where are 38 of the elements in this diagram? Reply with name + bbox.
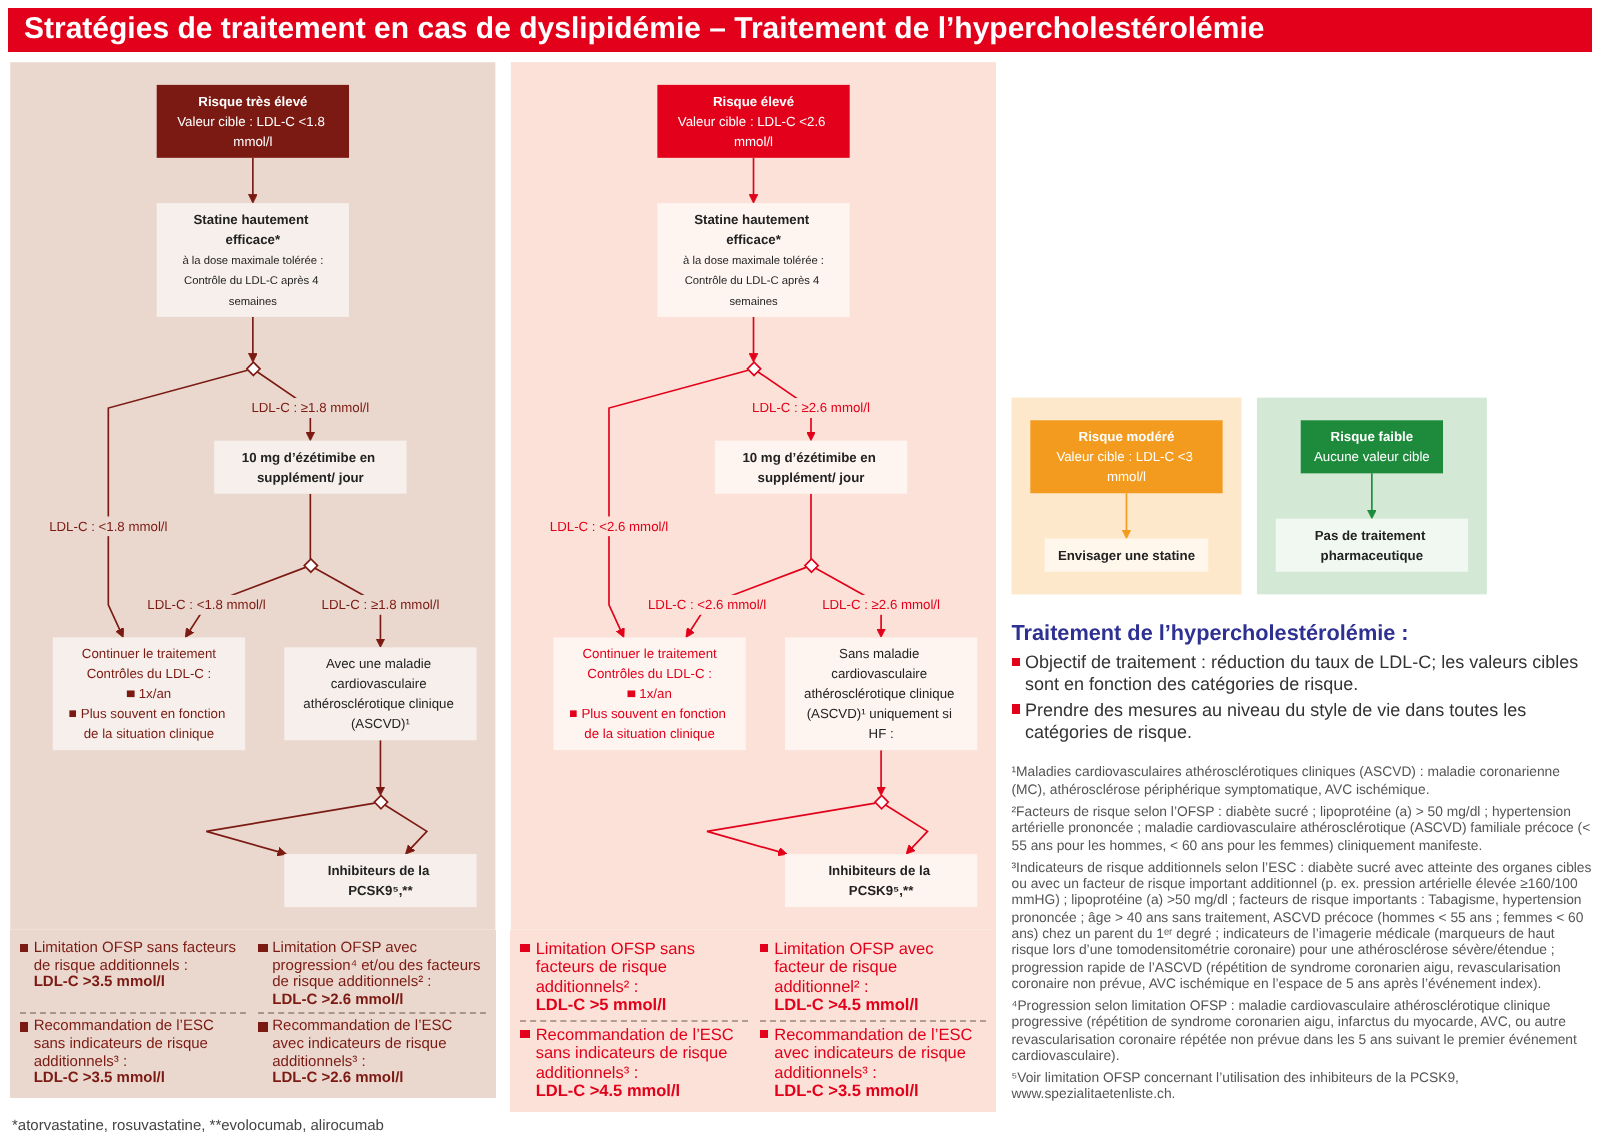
node-diamond bbox=[803, 557, 820, 574]
criterion-text: Recommandation de l’ESC sans indicateurs de risque additionnels³ : bbox=[535, 1025, 736, 1083]
arrow bbox=[375, 739, 386, 796]
cluster bbox=[1256, 397, 1487, 595]
cluster bbox=[10, 62, 496, 930]
arrow bbox=[608, 369, 750, 638]
bullet-text: Objectif de traitement : réduction du taux de LDL-C; les valeurs cibles sont en fonction des catégories de risque. bbox=[1025, 652, 1581, 696]
arrow bbox=[205, 802, 376, 857]
arrow bbox=[107, 369, 249, 638]
arrow bbox=[884, 803, 929, 855]
node-diamond bbox=[373, 794, 389, 810]
arrow bbox=[383, 803, 429, 855]
node-diamond bbox=[873, 794, 890, 810]
threshold-value: LDL-C >5 mmol/l bbox=[535, 996, 669, 1016]
arrow bbox=[1121, 492, 1132, 539]
cluster bbox=[1011, 397, 1242, 595]
arrow bbox=[248, 157, 258, 204]
node-diamond bbox=[746, 361, 762, 377]
arrow bbox=[1367, 472, 1377, 520]
criterion-text: Limitation OFSP avec facteur de risque additionnel² : bbox=[774, 939, 936, 997]
title: Stratégies de traitement en cas de dyslipidémie – Traitement de l’hypercholestérolémie bbox=[8, 8, 1592, 52]
cluster bbox=[510, 62, 997, 930]
criterion-text: Recommandation de l’ESC avec indicateurs de risque additionnels³ : bbox=[774, 1025, 975, 1083]
arrow bbox=[876, 749, 886, 796]
criterion-text: Limitation OFSP sans facteurs de risque additionnels² : bbox=[535, 939, 697, 997]
threshold-value: LDL-C >4.5 mmol/l bbox=[535, 1082, 683, 1102]
connector bbox=[810, 492, 812, 560]
arrow bbox=[748, 316, 759, 363]
threshold-value: LDL-C >3.5 mmol/l bbox=[774, 1082, 921, 1102]
arrow bbox=[748, 157, 759, 204]
node-diamond bbox=[303, 557, 319, 574]
node-diamond bbox=[245, 361, 262, 377]
bullet-text: Prendre des mesures au niveau du style de vie dans toutes les catégories de risque. bbox=[1025, 699, 1529, 743]
arrow bbox=[248, 316, 258, 363]
section-heading: Traitement de l’hypercholestérolémie : bbox=[1011, 622, 1411, 649]
arrow bbox=[706, 802, 877, 857]
connector bbox=[309, 492, 312, 560]
threshold-value: LDL-C >4.5 mmol/l bbox=[774, 996, 921, 1016]
